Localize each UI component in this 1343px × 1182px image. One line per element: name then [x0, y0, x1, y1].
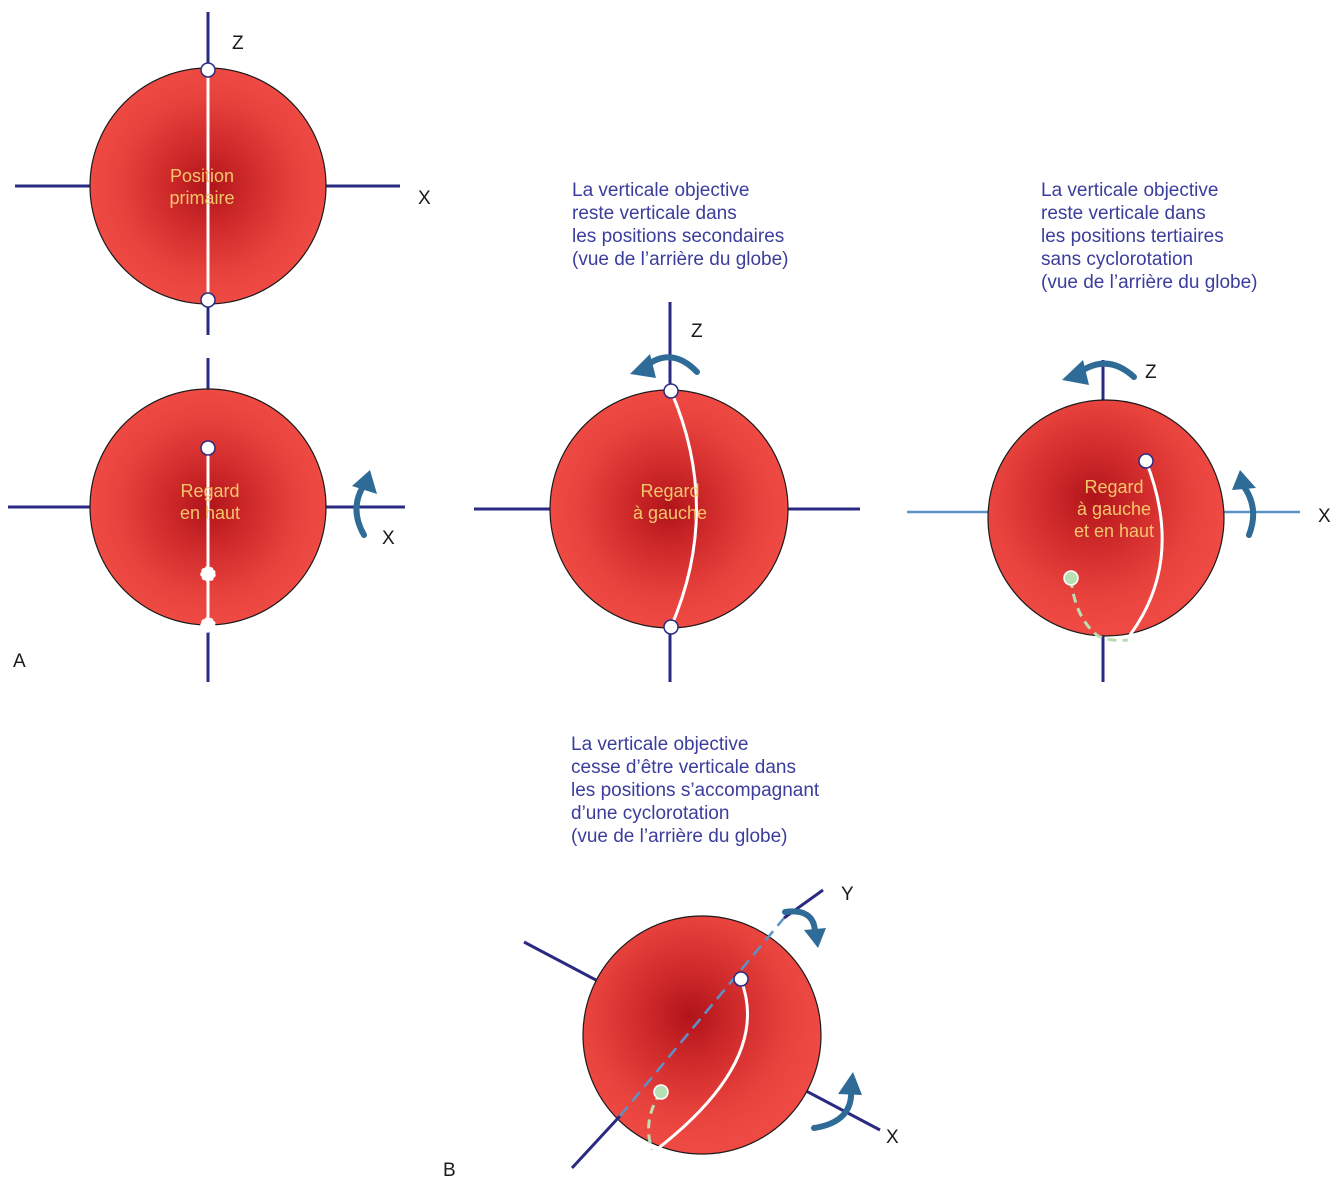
axis-label-left-up-x: X: [1318, 506, 1331, 527]
globe-label-line: Regard: [1084, 477, 1144, 497]
rotation-arrow-z-icon: [1062, 360, 1137, 385]
meridian-point-top: [733, 971, 749, 987]
rotation-arrow-x-icon: [352, 470, 377, 538]
y-axis-through: [619, 917, 785, 1117]
caption-cyclorotation: La verticale objective cesse d’être vert…: [571, 733, 819, 848]
globe-label-line: à gauche: [632, 503, 708, 523]
globe-label-line: à gauche: [1076, 499, 1152, 519]
caption-line: (vue de l’arrière du globe): [571, 826, 788, 847]
panel-label-b: B: [443, 1160, 456, 1181]
y-axis-front: [570, 1114, 622, 1170]
caption-line: les positions secondaires: [572, 226, 785, 247]
globe-label-line: et en haut: [1073, 521, 1155, 541]
caption-line: (vue de l’arrière du globe): [1041, 272, 1258, 293]
vertical-meridian: [669, 390, 698, 628]
caption-line: (vue de l’arrière du globe): [572, 249, 789, 270]
globe-label-line: Regard: [180, 481, 240, 501]
rotation-arrow-x-icon: [1232, 470, 1257, 538]
axis-label-primary-z: Z: [232, 33, 244, 54]
axis-label-up-x: X: [382, 528, 395, 549]
globe-cyclorotation: [523, 888, 881, 1170]
meridian-point-top: [200, 62, 216, 78]
eye-globe: [582, 915, 822, 1155]
eye-globe: [987, 399, 1225, 637]
caption-line: La verticale objective: [571, 734, 749, 755]
rotation-arrow-y-icon: [782, 908, 826, 948]
globe-label-line: Position: [169, 166, 235, 186]
rotation-arrow-z-icon: [630, 354, 700, 378]
caption-line: les positions s’accompagnant: [571, 780, 820, 801]
caption-line: reste verticale dans: [572, 203, 737, 224]
globe-left-up: [907, 360, 1300, 682]
meridian-point-bottom: [200, 292, 216, 308]
meridian-point-middle: [200, 566, 216, 582]
globe-up: [8, 358, 405, 682]
meridian-point-green: [653, 1084, 669, 1100]
axis-label-left-up-z: Z: [1145, 362, 1157, 383]
caption-line: les positions tertiaires: [1041, 226, 1224, 247]
globe-label-left-up: Regard à gauche et en haut: [1054, 476, 1174, 542]
globe-label-line: primaire: [169, 188, 235, 208]
meridian-point-top: [1138, 453, 1154, 469]
meridian-point-bottom: [663, 619, 679, 635]
vertical-meridian: [1128, 460, 1164, 636]
axis-label-cyclo-x: X: [886, 1127, 899, 1148]
globe-label-left: Regard à gauche: [610, 480, 730, 524]
rotation-arrow-x-icon: [811, 1072, 862, 1131]
meridian-point-top: [663, 383, 679, 399]
tilted-meridian: [655, 979, 750, 1152]
meridian-point-bottom: [200, 617, 216, 633]
globe-left: [474, 302, 860, 682]
globe-primary: [15, 12, 400, 335]
caption-line: sans cyclorotation: [1041, 249, 1194, 270]
axis-label-cyclo-y: Y: [841, 884, 854, 905]
globe-label-line: Regard: [640, 481, 700, 501]
axis-label-primary-x: X: [418, 188, 431, 209]
caption-line: La verticale objective: [572, 180, 750, 201]
panel-label-a: A: [13, 651, 26, 672]
globe-label-primary: Position primaire: [142, 165, 262, 209]
meridian-point-green: [1063, 570, 1079, 586]
axis-label-left-z: Z: [691, 321, 703, 342]
globe-label-line: en haut: [179, 503, 241, 523]
caption-line: La verticale objective: [1041, 180, 1219, 201]
meridian-point-top: [200, 440, 216, 456]
caption-line: d’une cyclorotation: [571, 803, 730, 824]
globe-label-up: Regard en haut: [150, 480, 270, 524]
caption-line: cesse d’être verticale dans: [571, 757, 796, 778]
caption-line: reste verticale dans: [1041, 203, 1206, 224]
caption-secondary: La verticale objective reste verticale d…: [572, 179, 789, 271]
caption-tertiary: La verticale objective reste verticale d…: [1041, 179, 1258, 294]
dashed-meridian: [1069, 578, 1129, 642]
